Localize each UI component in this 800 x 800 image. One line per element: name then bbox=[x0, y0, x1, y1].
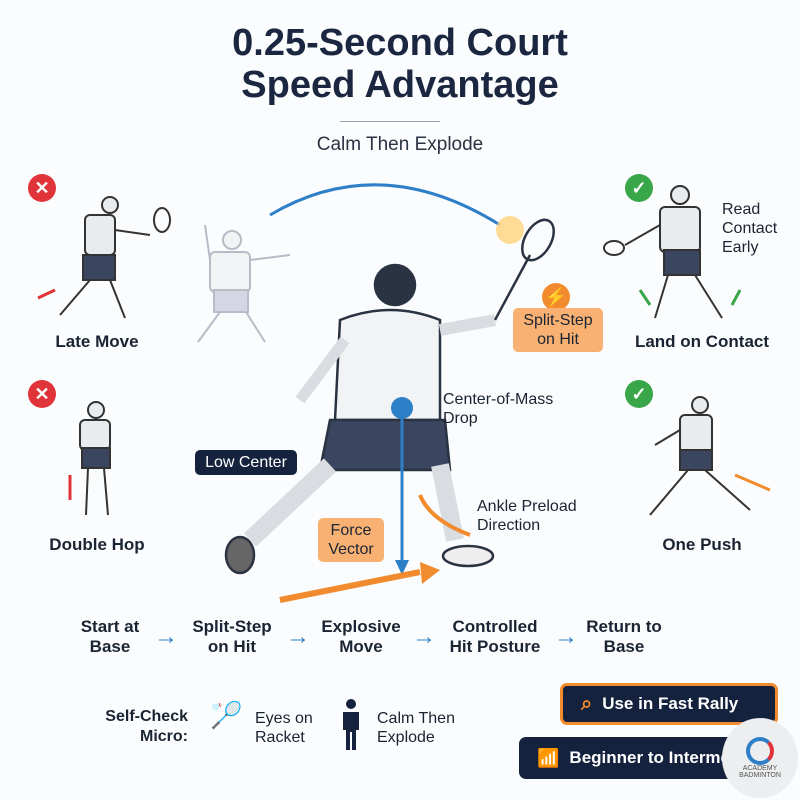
step-4: Controlled Hit Posture bbox=[449, 617, 541, 656]
fast-rally-pill: ⌕ Use in Fast Rally bbox=[560, 683, 778, 725]
late-move-figure bbox=[37, 196, 171, 319]
pill-label: Beginner to Interme bbox=[569, 748, 731, 767]
lightning-icon: ⚡ bbox=[542, 283, 570, 311]
academy-logo: ACADEMY BADMINTON bbox=[722, 718, 798, 798]
shuttle-trajectory bbox=[269, 183, 501, 227]
x-icon: ✕ bbox=[28, 380, 56, 408]
label-double-hop: Double Hop bbox=[49, 535, 145, 554]
racket-player-icon: 🏸 bbox=[210, 700, 243, 730]
low-center-tag: Low Center bbox=[195, 450, 297, 475]
push-arrow bbox=[279, 569, 421, 603]
label-one-push: One Push bbox=[662, 535, 742, 554]
ankle-preload-note: Ankle Preload Direction bbox=[477, 498, 577, 534]
arrow-right-icon: → bbox=[554, 623, 578, 650]
level-pill: 📶 Beginner to Interme bbox=[519, 737, 759, 779]
check-item-1: Eyes on Racket bbox=[255, 710, 313, 746]
main-player-figure bbox=[224, 218, 555, 575]
double-hop-figure bbox=[68, 401, 111, 516]
standing-person-icon bbox=[340, 698, 362, 750]
step-3: Explosive Move bbox=[321, 617, 401, 656]
pill-label: Use in Fast Rally bbox=[602, 694, 739, 713]
read-contact-figure bbox=[603, 185, 742, 319]
note-read-contact: Read Contact Early bbox=[722, 201, 778, 256]
shuttle-glow bbox=[496, 216, 524, 244]
one-push-figure bbox=[649, 396, 771, 516]
step-1: Start at Base bbox=[80, 617, 140, 656]
label-late-move: Late Move bbox=[55, 332, 139, 351]
arrow-right-icon: → bbox=[412, 623, 436, 650]
check-icon: ✓ bbox=[625, 174, 653, 202]
force-vector-tag: Force Vector bbox=[318, 518, 384, 562]
com-drop-note: Center-of-Mass Drop bbox=[443, 391, 554, 427]
label-land-on-contact: Land on Contact bbox=[634, 332, 770, 351]
step-2: Split-Step on Hit bbox=[192, 617, 272, 656]
check-item-2: Calm Then Explode bbox=[377, 710, 455, 746]
arrow-right-icon: → bbox=[286, 623, 310, 650]
process-flow: Start at Base → Split-Step on Hit → Explos… bbox=[72, 617, 664, 657]
self-check-label: Self-Check Micro: bbox=[105, 708, 188, 745]
split-step-tag: Split-Step on Hit bbox=[513, 308, 603, 352]
droplet-icon bbox=[391, 397, 413, 419]
ghost-figure bbox=[197, 224, 291, 343]
step-5: Return to Base bbox=[586, 617, 662, 656]
arrow-right-icon: → bbox=[154, 623, 178, 650]
growth-chart-icon: 📶 bbox=[537, 747, 560, 768]
x-icon: ✕ bbox=[28, 174, 56, 202]
subtitle: Calm Then Explode bbox=[316, 134, 484, 155]
divider bbox=[340, 121, 440, 122]
ankle-arrow bbox=[418, 494, 471, 537]
check-icon: ✓ bbox=[625, 380, 653, 408]
search-speed-icon: ⌕ bbox=[581, 692, 593, 715]
